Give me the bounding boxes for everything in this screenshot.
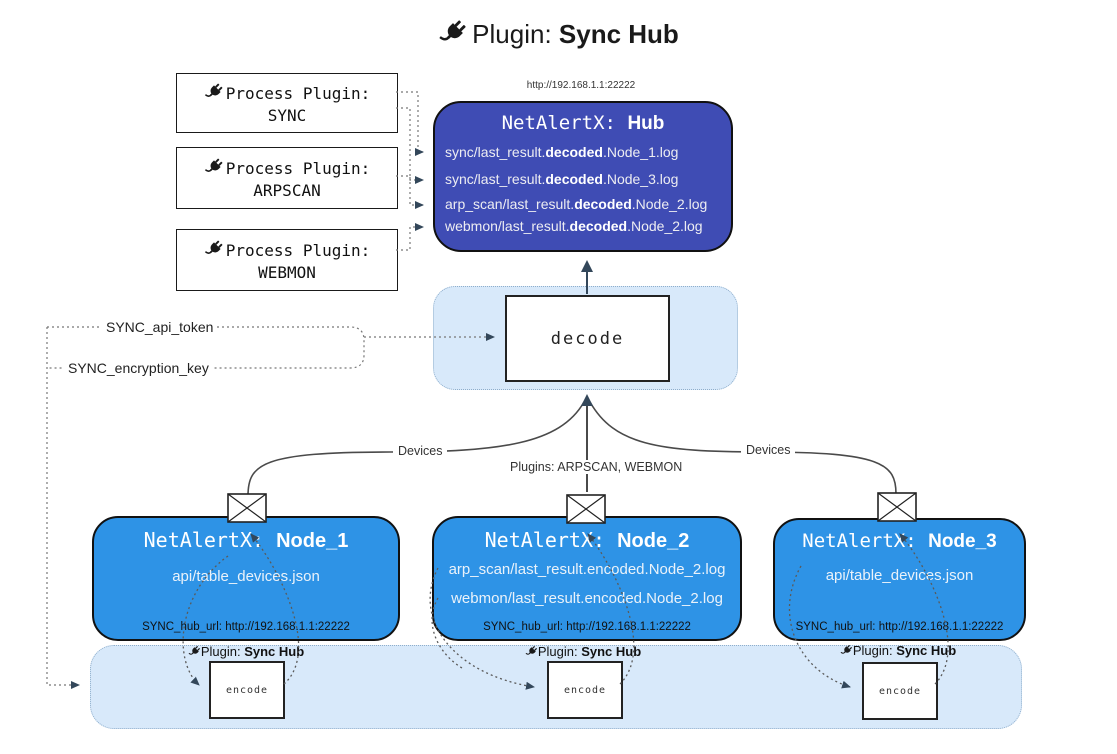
- node2-line: webmon/last_result.encoded.Node_2.log: [451, 590, 723, 607]
- edge-label-devices-left: Devices: [393, 444, 448, 458]
- process-plugin-name: WEBMON: [258, 262, 316, 282]
- node-to-decode-curves: [247, 394, 897, 497]
- plug-icon: [525, 644, 538, 659]
- edge-label-devices-right: Devices: [741, 443, 796, 457]
- plug-icon: [840, 643, 853, 658]
- process-to-hub-connectors: [396, 91, 424, 251]
- plug-icon: [438, 18, 468, 55]
- hub-box: NetAlertX: Hub sync/last_result.decoded.…: [433, 101, 733, 252]
- title-prefix: Plugin:: [472, 19, 559, 49]
- sync-encryption-key-label: SYNC_encryption_key: [64, 360, 213, 376]
- hub-log-line: sync/last_result.decoded.Node_3.log: [445, 171, 679, 187]
- node2-hub-url: SYNC_hub_url: http://192.168.1.1:22222: [483, 621, 691, 633]
- node1-hub-url: SYNC_hub_url: http://192.168.1.1:22222: [142, 621, 350, 633]
- process-plugin-label: Process Plugin:: [225, 241, 371, 260]
- encode3-box: encode: [862, 662, 938, 720]
- node2-line: arp_scan/last_result.encoded.Node_2.log: [448, 561, 726, 578]
- node1-title: NetAlertX: Node_1: [143, 528, 349, 552]
- encode-label: encode: [225, 684, 269, 696]
- node3-line: api/table_devices.json: [825, 567, 974, 584]
- encoder1-label: Plugin: Sync Hub: [186, 644, 306, 659]
- process-plugin-name: ARPSCAN: [253, 180, 321, 200]
- decode-label: decode: [550, 328, 625, 349]
- encode-label: encode: [878, 685, 922, 697]
- plug-icon: [188, 644, 201, 659]
- process-plugin-label: Process Plugin:: [225, 84, 371, 103]
- encode1-box: encode: [209, 661, 285, 719]
- plug-icon: [204, 157, 224, 181]
- node1-line: api/table_devices.json: [172, 568, 320, 585]
- hub-title: NetAlertX: Hub: [501, 112, 665, 134]
- node3-hub-url: SYNC_hub_url: http://192.168.1.1:22222: [795, 621, 1004, 633]
- encoder3-label: Plugin: Sync Hub: [838, 643, 958, 658]
- envelope-icon: [877, 492, 917, 522]
- hub-log-line: sync/last_result.decoded.Node_1.log: [445, 144, 679, 160]
- hub-url: http://192.168.1.1:22222: [526, 80, 636, 91]
- process-plugin-arpscan-box: Process Plugin: ARPSCAN: [176, 147, 398, 209]
- hub-log-line: arp_scan/last_result.decoded.Node_2.log: [445, 196, 708, 212]
- node2-box: NetAlertX: Node_2 arp_scan/last_result.e…: [432, 516, 742, 641]
- page-title: Plugin: Sync Hub: [0, 18, 1117, 55]
- encoder2-label: Plugin: Sync Hub: [523, 644, 643, 659]
- node3-title: NetAlertX: Node_3: [802, 530, 997, 552]
- plug-icon: [204, 239, 224, 263]
- process-plugin-sync-box: Process Plugin: SYNC: [176, 73, 398, 133]
- node1-box: NetAlertX: Node_1 api/table_devices.json…: [92, 516, 400, 641]
- process-plugin-webmon-box: Process Plugin: WEBMON: [176, 229, 398, 291]
- sync-api-token-label: SYNC_api_token: [102, 319, 218, 335]
- title-bold: Sync Hub: [558, 19, 679, 49]
- edge-label-plugins: Plugins: ARPSCAN, WEBMON: [505, 460, 688, 474]
- node2-title: NetAlertX: Node_2: [484, 528, 690, 552]
- encode2-box: encode: [547, 661, 623, 719]
- hub-log-line: webmon/last_result.decoded.Node_2.log: [445, 218, 703, 234]
- encode-label: encode: [563, 684, 607, 696]
- plug-icon: [204, 82, 224, 106]
- decode-box: decode: [505, 295, 670, 382]
- process-plugin-label: Process Plugin:: [225, 159, 371, 178]
- node3-box: NetAlertX: Node_3 api/table_devices.json…: [773, 518, 1026, 641]
- process-plugin-name: SYNC: [267, 105, 307, 125]
